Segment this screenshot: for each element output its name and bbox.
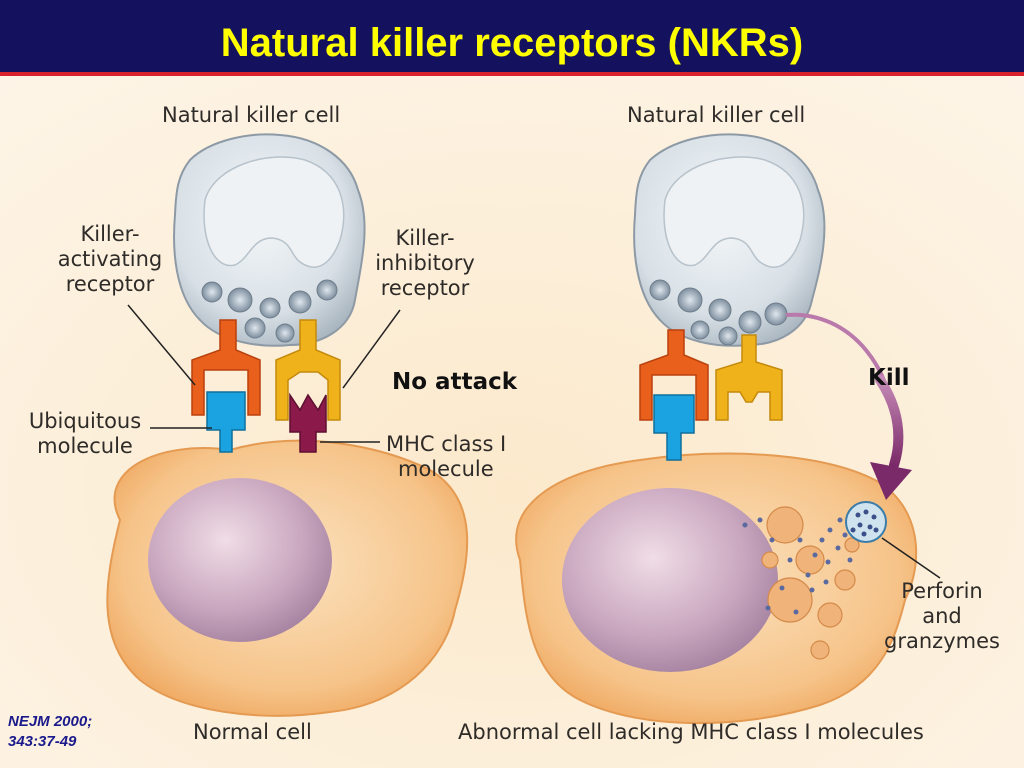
ubiquitous-molecule-right bbox=[653, 394, 695, 461]
slide-title: Natural killer receptors (NKRs) bbox=[220, 21, 804, 65]
citation-line-2: 343:37-49 bbox=[8, 733, 77, 750]
killer-inhibitory-line-2: inhibitory bbox=[375, 251, 475, 275]
nk-cell-right-label: Natural killer cell bbox=[627, 103, 806, 127]
killer-activating-receptor-left bbox=[191, 319, 261, 416]
perforin-granule-dots bbox=[850, 509, 879, 537]
killer-inhibitory-receptor-left bbox=[275, 319, 341, 421]
title-bar: Natural killer receptors (NKRs) bbox=[0, 0, 1024, 76]
perforin-line-1: Perforin bbox=[901, 579, 983, 603]
perforin-line-2: and bbox=[922, 604, 962, 628]
perforin-line-3: granzymes bbox=[884, 629, 1000, 653]
normal-cell-nucleus bbox=[148, 478, 332, 642]
abnormal-cell-nucleus bbox=[562, 488, 778, 672]
nk-cell-left-granules bbox=[201, 279, 338, 343]
normal-cell-label: Normal cell bbox=[193, 720, 312, 744]
perforin-granzymes-label: Perforin and granzymes bbox=[872, 579, 1012, 654]
ubiquitous-molecule-left bbox=[206, 391, 246, 453]
kill-arrow-head bbox=[870, 462, 912, 500]
citation-line-1: NEJM 2000; bbox=[8, 713, 93, 730]
killer-inhibitory-receptor-right bbox=[715, 334, 783, 421]
nkr-diagram: Natural killer cell Natural killer cell … bbox=[0, 76, 1024, 768]
cell-damage-vesicles bbox=[761, 506, 860, 660]
killer-activating-line-1: Killer- bbox=[80, 222, 140, 246]
killer-activating-line-3: receptor bbox=[65, 272, 155, 296]
citation: NEJM 2000; 343:37-49 bbox=[8, 712, 92, 752]
killer-inhibitory-label: Killer- inhibitory receptor bbox=[355, 226, 495, 301]
mhc-line-1: MHC class I bbox=[386, 432, 507, 456]
nk-cell-right-granules bbox=[649, 279, 788, 346]
killer-inhibitory-line-1: Killer- bbox=[395, 226, 455, 250]
nk-cell-right-nucleus bbox=[663, 156, 805, 268]
ubiquitous-line-1: Ubiquitous bbox=[28, 409, 142, 433]
kill-label: Kill bbox=[868, 365, 910, 391]
ubiquitous-line-2: molecule bbox=[37, 434, 133, 458]
nk-cell-left-label: Natural killer cell bbox=[162, 103, 341, 127]
diagram-svg bbox=[0, 76, 1024, 768]
mhc-class-i-molecule-left bbox=[289, 392, 327, 453]
mhc-line-2: molecule bbox=[398, 457, 494, 481]
perforin-leader-line bbox=[881, 537, 941, 579]
ubiquitous-molecule-label: Ubiquitous molecule bbox=[15, 409, 155, 459]
kill-arrow-shaft bbox=[875, 375, 904, 470]
killer-activating-line-2: activating bbox=[57, 247, 163, 271]
killer-inhibitory-line-3: receptor bbox=[380, 276, 470, 300]
killer-activating-receptor-right bbox=[639, 329, 709, 421]
leader-lines-left bbox=[127, 304, 401, 443]
killer-activating-label: Killer- activating receptor bbox=[40, 222, 180, 297]
nk-cell-left-nucleus bbox=[203, 156, 345, 268]
mhc-molecule-label: MHC class I molecule bbox=[386, 432, 506, 482]
no-attack-label: No attack bbox=[392, 369, 518, 395]
abnormal-cell-label: Abnormal cell lacking MHC class I molecu… bbox=[458, 720, 924, 744]
perforin-granule bbox=[845, 501, 887, 543]
